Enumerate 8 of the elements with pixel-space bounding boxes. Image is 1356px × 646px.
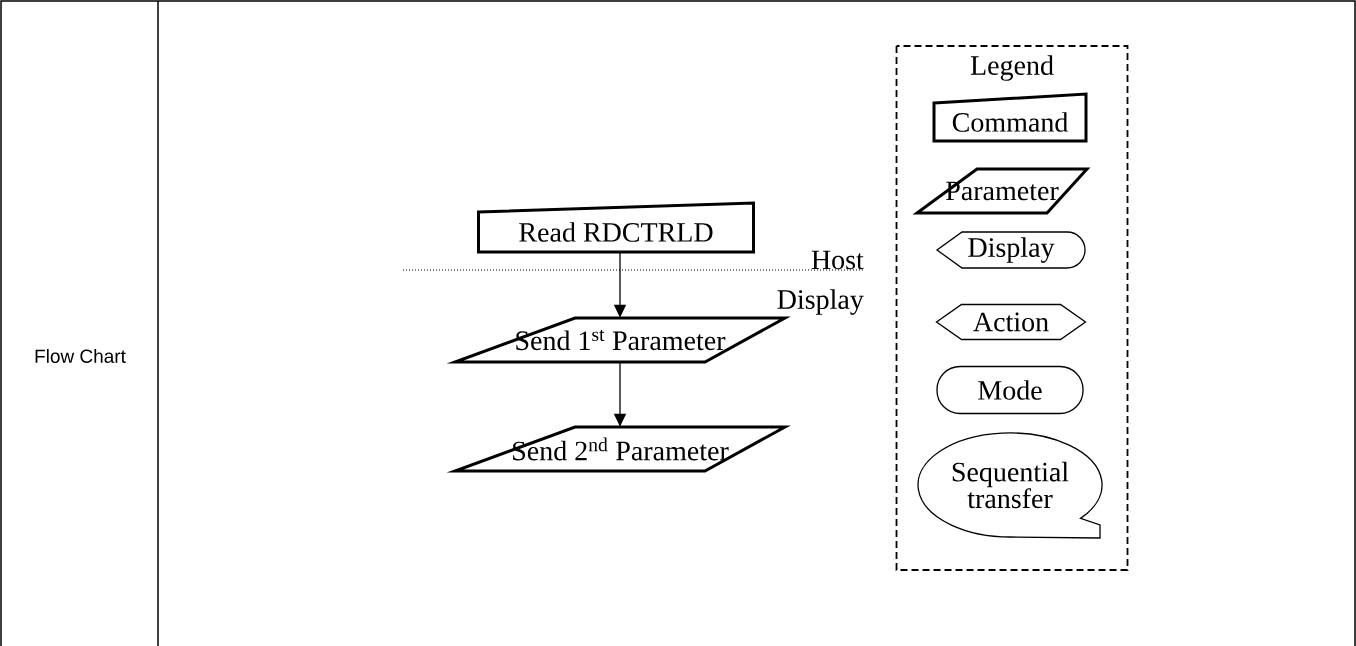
row-label: Flow Chart <box>35 349 126 363</box>
legend-title: Legend <box>970 55 1054 81</box>
legend-box <box>895 45 1129 571</box>
lane-label: Host <box>811 250 864 270</box>
command-box: Command <box>932 92 1088 143</box>
sequential-transfer-bubble: Sequential transfer <box>917 432 1103 539</box>
lane-label: Display <box>777 289 864 315</box>
command-box: Read RDCTRLD <box>477 201 755 254</box>
